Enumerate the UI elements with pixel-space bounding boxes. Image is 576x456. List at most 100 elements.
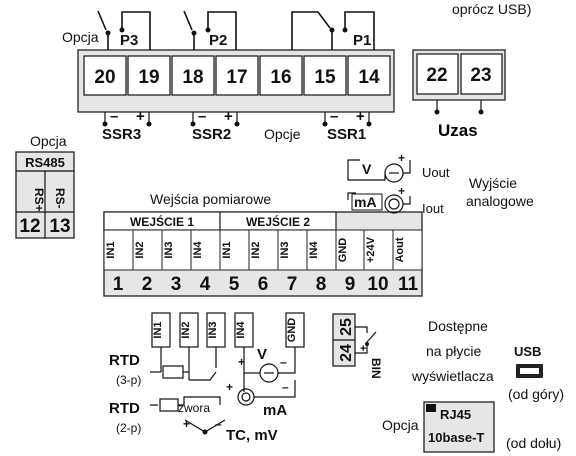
svg-text:–: – [280, 355, 287, 369]
ssr1-label: SSR1 [327, 126, 366, 143]
terminal-23 [460, 53, 503, 95]
svg-text:IN3: IN3 [207, 321, 219, 338]
rtd3-note: (3-p) [116, 373, 141, 387]
svg-text:19: 19 [138, 67, 159, 88]
input-pins: IN1 IN2 IN3 IN4 IN1 IN2 IN3 IN4 GND +24V… [103, 229, 423, 271]
relay-p1-label: P1 [353, 32, 371, 49]
svg-text:+: + [360, 343, 366, 355]
svg-text:–: – [215, 417, 222, 431]
svg-text:IN4: IN4 [235, 321, 247, 339]
rs485-opcja-label: Opcja [30, 133, 67, 149]
input-group-2: WEJŚCIE 2 [246, 214, 310, 229]
relay-p1: P1 [291, 11, 375, 50]
svg-text:IN1: IN1 [105, 241, 117, 258]
svg-text:15: 15 [314, 67, 336, 88]
uzas-label: Uzas [438, 121, 478, 140]
svg-text:GND: GND [286, 318, 298, 343]
analog-output-voltage: V + Uout [347, 151, 450, 183]
rj45-base-label: 10base-T [428, 430, 484, 445]
top-terminals: 20 19 18 17 16 15 14 [83, 55, 391, 96]
svg-text:11: 11 [398, 274, 419, 295]
svg-text:10: 10 [367, 274, 388, 295]
svg-text:4: 4 [200, 274, 211, 295]
terminal-18 [171, 55, 215, 96]
terminal-22 [416, 53, 459, 95]
wiring-leads [150, 347, 296, 435]
display-line-3: wyświetlacza [411, 368, 494, 384]
svg-text:–: – [282, 380, 289, 394]
uout-label: Uout [422, 165, 450, 180]
rj45-label: RJ45 [440, 407, 471, 422]
svg-text:Aout: Aout [394, 237, 406, 262]
display-line-1: Dostępne [428, 318, 488, 334]
svg-text:IN2: IN2 [250, 241, 262, 258]
opcje-label: Opcje [264, 126, 301, 142]
relay-p2: P2 [183, 10, 237, 50]
svg-text:+: + [398, 151, 405, 165]
rs485-pin-plus: RS+ [32, 188, 46, 212]
ssr1-output: – + SSR1 [322, 108, 372, 143]
terminal-19 [127, 55, 171, 96]
svg-text:16: 16 [270, 67, 291, 88]
relay-opcja-label: Opcja [62, 29, 99, 45]
svg-text:3: 3 [171, 274, 182, 295]
terminal-13: 13 [49, 216, 70, 237]
svg-text:IN3: IN3 [163, 241, 175, 258]
svg-text:+24V: +24V [365, 236, 377, 263]
svg-text:9: 9 [345, 274, 356, 295]
svg-text:IN2: IN2 [134, 241, 146, 258]
rtd3-label: RTD [109, 352, 140, 369]
terminal-25: 25 [338, 318, 355, 336]
usb-note: (od góry) [508, 386, 564, 402]
input-terminals: 1 2 3 4 5 6 7 8 9 10 11 [113, 274, 419, 295]
svg-text:GND: GND [337, 238, 349, 263]
zwora-label: zwora [178, 401, 210, 415]
svg-text:+: + [356, 108, 365, 125]
svg-text:V: V [362, 161, 372, 177]
svg-text:17: 17 [226, 67, 247, 88]
svg-text:+: + [398, 184, 405, 198]
wiring-ma-label: mA [263, 402, 287, 419]
rs485-pin-minus: RS- [53, 188, 67, 209]
svg-text:IN4: IN4 [192, 241, 204, 259]
wiring-pins: IN1 IN2 IN3 IN4 GND [151, 312, 305, 348]
svg-text:2: 2 [142, 274, 153, 295]
rj45-opcja-label: Opcja [382, 417, 419, 433]
analog-output-title-2: analogowe [466, 193, 534, 209]
terminal-24: 24 [338, 344, 355, 362]
relay-p3-label: P3 [120, 32, 138, 49]
terminal-14 [347, 55, 391, 96]
inputs-title: Wejścia pomiarowe [150, 191, 271, 207]
terminal-16 [259, 55, 303, 96]
wiring-v-label: V [257, 346, 267, 363]
ssr2-label: SSR2 [192, 126, 231, 143]
svg-text:–: – [110, 108, 118, 125]
svg-text:8: 8 [316, 274, 327, 295]
usb-label: USB [514, 344, 541, 359]
analog-output-title-1: Wyjście [469, 175, 517, 191]
svg-text:IN2: IN2 [180, 321, 192, 338]
svg-text:+: + [183, 417, 190, 431]
bin-switch: + [355, 326, 377, 355]
terminal-15 [303, 55, 347, 96]
relay-p2-label: P2 [209, 32, 227, 49]
svg-text:+: + [224, 108, 233, 125]
rs485-title: RS485 [25, 155, 65, 170]
svg-text:IN4: IN4 [308, 241, 320, 259]
svg-text:22: 22 [426, 65, 447, 86]
terminal-20 [83, 55, 127, 96]
analog-output-current: mA + Iout [347, 184, 444, 216]
display-line-2: na płycie [426, 343, 481, 359]
ssr3-output: – + SSR3 [102, 108, 152, 143]
ssr2-output: – + SSR2 [190, 108, 240, 143]
svg-text:6: 6 [258, 274, 269, 295]
bin-label: BIN [369, 358, 383, 379]
terminal-17 [215, 55, 259, 96]
svg-text:1: 1 [113, 274, 124, 295]
top-right-note: oprócz USB) [452, 1, 531, 17]
rj45-note: (od dołu) [506, 435, 561, 451]
svg-text:18: 18 [182, 67, 203, 88]
uzas-output: Uzas [434, 100, 484, 140]
rtd2-label: RTD [109, 400, 140, 417]
